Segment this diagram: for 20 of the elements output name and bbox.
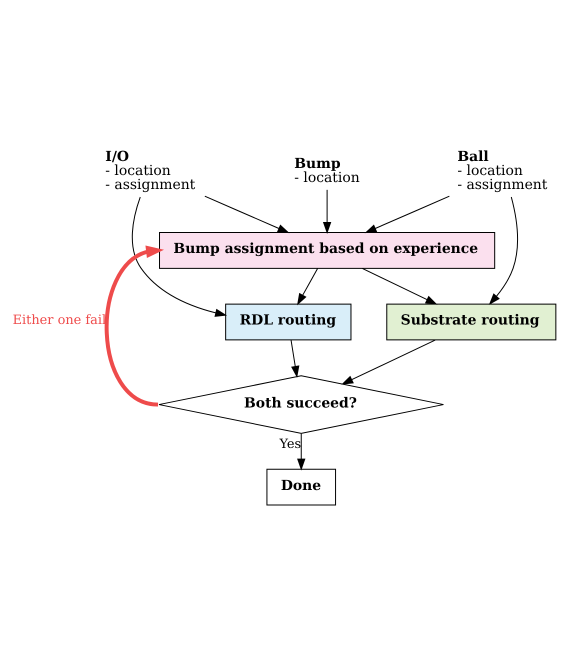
node-box: Substrate routing <box>386 303 556 340</box>
arrow <box>322 188 332 234</box>
arrow <box>297 432 306 470</box>
node-box: RDL routing <box>225 303 352 340</box>
node-text: Bump - location <box>294 156 360 186</box>
arrow <box>290 339 300 378</box>
edge-label: Either one fail <box>12 312 106 328</box>
arrow <box>104 245 164 406</box>
arrow <box>362 267 438 304</box>
arrow <box>364 195 450 233</box>
arrow <box>297 268 318 305</box>
arrow <box>341 339 436 384</box>
node-text: Ball - location - assignment <box>457 148 548 192</box>
arrow <box>488 196 518 305</box>
edge-label: Yes <box>279 436 302 452</box>
node-text: I/O - location - assignment <box>105 148 196 192</box>
node-box: Done <box>266 468 336 506</box>
arrow <box>132 196 228 316</box>
arrow <box>204 195 290 233</box>
node-box: Bump assignment based on experience <box>159 232 496 268</box>
